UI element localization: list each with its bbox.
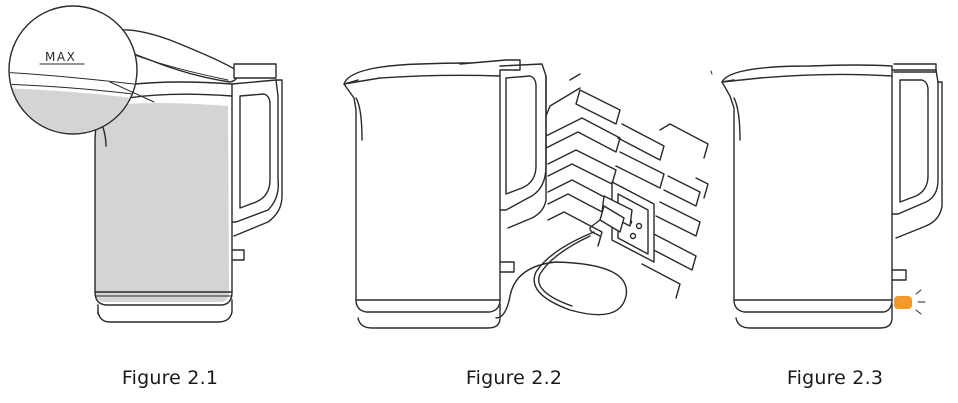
water-fill: [94, 103, 230, 302]
kettle-base: [94, 291, 233, 323]
kettle-base: [733, 299, 893, 329]
figure-caption-2-3: Figure 2.3: [786, 367, 884, 389]
figure-caption-2-1: Figure 2.1: [121, 367, 219, 389]
kettle-fill-illustration: MAX: [8, 5, 283, 323]
figure-caption-2-2: Figure 2.2: [465, 367, 563, 389]
kettle-lid: [721, 64, 893, 83]
kettle-body: [721, 75, 893, 313]
kettle-handle: [891, 69, 939, 215]
indicator-glow-lines: [915, 289, 926, 315]
kettle-body: [94, 89, 233, 306]
indicator-light: [894, 296, 912, 309]
kettle-body: [343, 75, 501, 313]
kettle-base: [355, 299, 501, 329]
brick-wall: [545, 73, 709, 299]
power-cord: [495, 231, 628, 319]
figure-kettle-fill: MAX: [0, 0, 300, 350]
figure-kettle-plug: [320, 0, 720, 350]
kettle-indicator-illustration: [710, 63, 943, 329]
kettle-plug-illustration: [343, 59, 709, 329]
figure-kettle-indicator: [700, 0, 958, 350]
power-plug: [589, 195, 633, 237]
max-level-label: MAX: [45, 50, 76, 64]
kettle-handle: [231, 79, 279, 223]
